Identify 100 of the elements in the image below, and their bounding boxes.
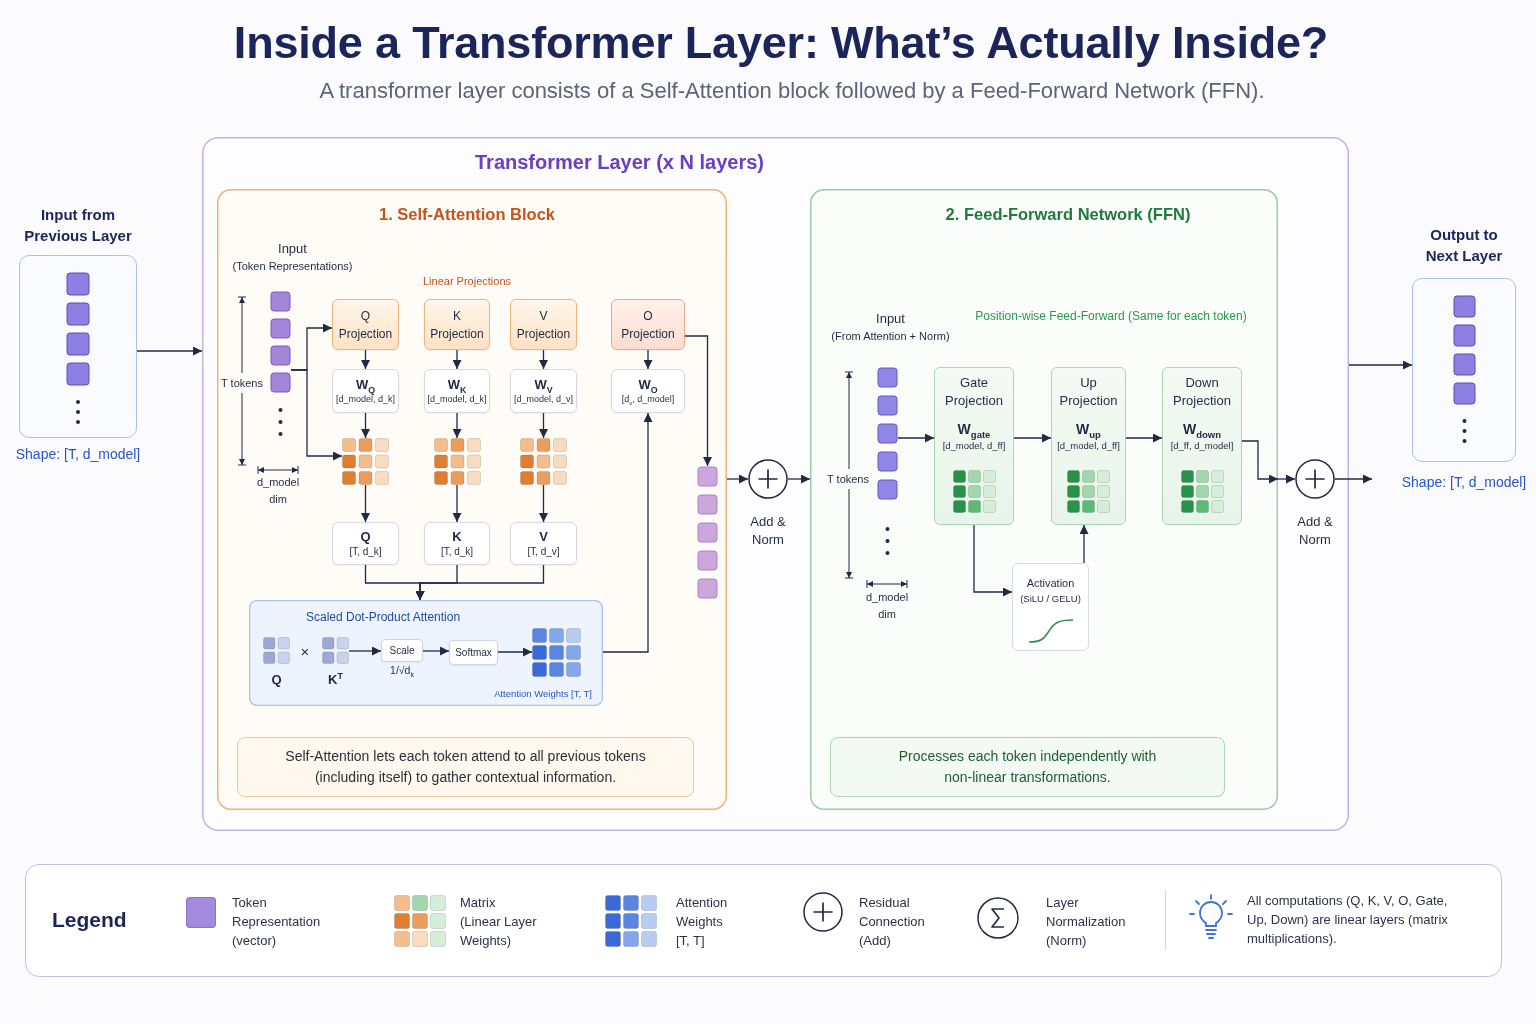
box-label: O Projection — [620, 307, 676, 343]
arrow — [1241, 440, 1279, 484]
weight-symbol: W$_{V}$ — [534, 376, 553, 393]
box-label: Q Projection — [337, 307, 394, 343]
arrow — [290, 369, 343, 461]
legend-text: Attention Weights [T, T] — [676, 894, 729, 950]
matrix-grid-icon — [520, 438, 567, 485]
tensor-symbol: K — [452, 529, 462, 545]
arrow — [361, 349, 370, 370]
arrow — [643, 349, 653, 370]
shape-label: Shape: [T, d_model] — [15, 446, 141, 463]
weight-box — [332, 369, 399, 413]
note-box — [830, 737, 1225, 797]
projection-box — [1162, 367, 1242, 525]
section-label: Linear Projections — [422, 274, 512, 288]
layer-frame — [202, 137, 1349, 831]
circle-label: Add & Norm — [749, 513, 787, 549]
projection-box — [934, 367, 1014, 525]
panel-heading: Output to Next Layer — [1424, 225, 1504, 266]
note-text: Processes each token independently with non-linear transformations. — [897, 747, 1158, 787]
weight-box — [510, 369, 577, 413]
box-title: Down Projection — [1172, 374, 1232, 410]
section-label: Position-wise Feed-Forward (Same for each token) — [975, 309, 1247, 324]
dimension-label: d_model dim — [864, 590, 910, 622]
panel-title: Scaled Dot-Product Attention — [306, 610, 461, 624]
shape-label: Shape: [T, d_model] — [1401, 474, 1527, 491]
projection-box — [611, 299, 685, 350]
tensor-box — [332, 522, 399, 565]
operator-label: × — [300, 643, 310, 661]
projection-box — [332, 299, 399, 350]
dimension-label: d_model dim — [255, 475, 301, 507]
frame-title: Transformer Layer (x N layers) — [475, 150, 765, 174]
arrow — [452, 412, 462, 439]
arrow — [136, 346, 203, 356]
column-caption: (Token Representations) — [232, 259, 353, 274]
arrow — [973, 524, 1013, 597]
box-caption: (SiLU / GELU) — [1020, 592, 1081, 605]
weight-symbol: W$_{up}$ — [1076, 420, 1101, 438]
projection-box — [510, 299, 577, 350]
box-label: V Projection — [515, 307, 572, 343]
matrix-dims: [d$_{v}$, d_model] — [621, 393, 675, 406]
arrow — [1348, 360, 1413, 370]
operation-box — [449, 640, 498, 665]
box-title: Up Projection — [1058, 374, 1119, 410]
arrow — [1277, 474, 1296, 484]
matrix-grid-icon — [433, 438, 481, 485]
matrix-dims: [d_model, d_v] — [513, 393, 573, 406]
tensor-dims: [T, d_k] — [440, 545, 474, 558]
tensor-box — [424, 522, 490, 565]
box-title: Activation — [1026, 576, 1075, 590]
arrow — [361, 484, 370, 523]
legend-text: Residual Connection (Add) — [859, 894, 926, 950]
weight-symbol: W$_{down}$ — [1182, 420, 1222, 438]
legend-text: Token Representation (vector) — [232, 894, 322, 950]
note-box — [237, 737, 694, 797]
weight-symbol: W$_{O}$ — [638, 376, 658, 393]
token-stack-icon — [697, 466, 718, 599]
grid-label: K$^{T}$ — [328, 672, 343, 688]
matrix-dims: [d_model, d_ff] — [1057, 440, 1120, 453]
arrow — [422, 646, 450, 656]
tensor-box — [510, 522, 577, 565]
weight-box — [611, 369, 685, 413]
arrow — [897, 433, 935, 443]
weight-symbol: W$_{Q}$ — [355, 376, 376, 393]
arrow — [539, 484, 548, 523]
block-frame — [810, 189, 1278, 810]
attention-panel — [249, 600, 603, 706]
arrow — [1079, 524, 1089, 564]
weight-box — [424, 369, 490, 413]
block-frame — [217, 189, 727, 810]
arrow — [497, 647, 533, 657]
legend-note: All computations (Q, K, V, O, Gate, Up, Down) are linear layers (matrix multiplications). — [1247, 892, 1449, 948]
dimension-label: T tokens — [221, 376, 263, 390]
arrow — [539, 412, 548, 439]
arrow — [361, 412, 370, 439]
legend-text: Layer Normalization (Norm) — [1046, 894, 1127, 950]
tensor-symbol: V — [539, 529, 548, 545]
arrow — [684, 335, 712, 467]
arrow — [726, 474, 749, 484]
tensor-dims: [T, d_k] — [349, 545, 382, 558]
legend-text: Matrix (Linear Layer Weights) — [460, 894, 538, 950]
projection-box — [1051, 367, 1126, 525]
matrix-dims: [d_model, d_k] — [335, 393, 395, 406]
note-text: Self-Attention lets each token attend to all previous tokens (including itself) to gather contextual information. — [284, 747, 647, 787]
subtitle: A transformer layer consists of a Self-Attention block followed by a Feed-Forward Network (FFN). — [319, 78, 1265, 104]
column-heading: Input — [876, 310, 905, 328]
arrow — [787, 474, 811, 484]
weight-symbol: W$_{gate}$ — [957, 420, 991, 438]
matrix-dims: [d_model, d_ff] — [942, 440, 1006, 453]
arrow — [539, 349, 548, 370]
box-label: K Projection — [429, 307, 485, 343]
op-label: Softmax — [455, 646, 492, 659]
block-title: 2. Feed-Forward Network (FFN) — [945, 204, 1191, 225]
matrix-grid-icon — [342, 438, 389, 485]
arrow — [602, 412, 653, 653]
arrow — [1125, 433, 1163, 443]
title: Inside a Transformer Layer: What’s Actually Inside? — [233, 16, 1329, 70]
panel-heading: Input from Previous Layer — [23, 205, 133, 246]
tensor-dims: [T, d_v] — [527, 545, 560, 558]
column-heading: Input — [278, 240, 307, 258]
